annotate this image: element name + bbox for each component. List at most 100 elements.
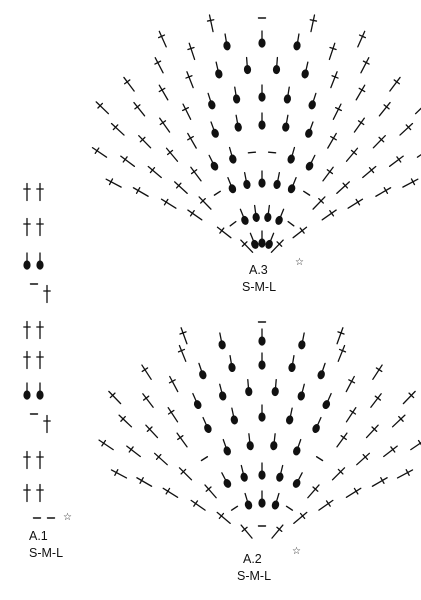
- bobble-symbol: [264, 204, 272, 222]
- treble-symbol: [187, 132, 197, 149]
- bobble-symbol: [298, 332, 306, 350]
- bobble-symbol: [240, 464, 248, 482]
- treble-symbol: [336, 327, 345, 345]
- treble-symbol: [337, 344, 347, 362]
- bobble-symbol: [223, 33, 231, 51]
- treble-symbol: [147, 165, 162, 179]
- bobble-symbol: [275, 208, 285, 225]
- bobble-symbol: [234, 114, 242, 132]
- bobble-symbol: [228, 354, 236, 373]
- chain-symbol: [229, 220, 237, 227]
- bobble-symbol: [258, 170, 266, 188]
- chain-symbol: [285, 505, 294, 511]
- treble-symbol: [309, 14, 318, 33]
- diagram-a2: [98, 321, 421, 539]
- treble-symbol: [312, 196, 326, 210]
- treble-symbol: [271, 524, 284, 539]
- chain-symbol: [287, 220, 295, 227]
- treble-symbol: [160, 198, 177, 209]
- treble-symbol: [198, 196, 212, 210]
- diagram-a3: [91, 14, 421, 253]
- treble-symbol: [145, 424, 159, 439]
- treble-symbol: [174, 181, 188, 195]
- treble-symbol: [178, 467, 193, 481]
- diagram-a1: [23, 182, 56, 519]
- diagram-a1-name: A.1: [29, 529, 48, 543]
- bobble-symbol: [258, 84, 266, 102]
- treble-symbol: [216, 511, 231, 524]
- bobble-symbol: [293, 438, 302, 456]
- treble-symbol: [95, 101, 110, 115]
- treble-symbol: [307, 484, 320, 499]
- bobble-symbol: [305, 154, 316, 171]
- treble-symbol: [356, 452, 371, 466]
- treble-symbol: [414, 101, 421, 115]
- treble-symbol: [108, 390, 122, 405]
- bobble-symbol: [258, 462, 266, 480]
- bobble-symbol: [301, 61, 309, 79]
- treble-symbol: [322, 166, 334, 182]
- treble-symbol: [360, 57, 370, 74]
- diagram-a3-name: A.3: [249, 263, 268, 277]
- treble-symbol: [110, 469, 128, 479]
- treble-symbol: [168, 375, 179, 393]
- bobble-symbol: [232, 86, 241, 104]
- chain-symbol: [230, 505, 239, 511]
- bobble-symbol: [258, 490, 266, 508]
- treble-symbol: [36, 450, 44, 470]
- bobble-symbol: [218, 332, 226, 350]
- treble-symbol: [362, 165, 377, 179]
- bobble-symbol: [317, 362, 326, 380]
- treble-symbol: [345, 147, 359, 162]
- bobble-symbol: [287, 176, 297, 194]
- bobble-symbol: [36, 252, 44, 270]
- treble-symbol: [157, 30, 167, 48]
- treble-symbol: [141, 364, 152, 380]
- treble-symbol: [327, 132, 337, 149]
- treble-symbol: [133, 101, 146, 117]
- treble-symbol: [167, 406, 179, 423]
- treble-symbol: [292, 226, 308, 239]
- treble-symbol: [396, 469, 414, 479]
- treble-symbol: [43, 414, 51, 434]
- bobble-symbol: [293, 33, 301, 51]
- diagram-a3-sizes: S-M-L: [242, 280, 277, 294]
- chain-symbol: [247, 151, 257, 154]
- treble-symbol: [36, 350, 44, 370]
- treble-symbol: [176, 432, 188, 448]
- bobble-symbol: [258, 328, 266, 346]
- treble-symbol: [402, 178, 419, 188]
- bobble-symbol: [292, 472, 303, 488]
- treble-symbol: [23, 320, 31, 340]
- treble-symbol: [204, 484, 217, 499]
- bobble-symbol: [243, 172, 251, 190]
- treble-symbol: [330, 71, 339, 89]
- treble-symbol: [110, 122, 125, 136]
- treble-symbol: [371, 477, 388, 487]
- treble-symbol: [416, 146, 421, 158]
- bobble-symbol: [258, 404, 266, 422]
- treble-symbol: [136, 477, 153, 487]
- bobble-symbol: [243, 56, 252, 75]
- treble-symbol: [391, 414, 406, 428]
- bobble-symbol: [228, 146, 237, 164]
- bobble-symbol: [202, 416, 212, 433]
- bobble-symbol: [249, 232, 259, 249]
- treble-symbol: [177, 344, 187, 362]
- treble-symbol: [389, 76, 401, 92]
- treble-symbol: [23, 450, 31, 470]
- treble-symbol: [190, 166, 202, 182]
- bobble-symbol: [245, 378, 253, 397]
- treble-symbol: [43, 284, 51, 304]
- bobble-symbol: [192, 392, 202, 410]
- treble-symbol: [123, 76, 135, 92]
- treble-symbol: [372, 364, 383, 380]
- treble-symbol: [372, 134, 386, 149]
- treble-symbol: [410, 439, 421, 451]
- treble-symbol: [98, 439, 114, 451]
- bobble-symbol: [239, 208, 249, 225]
- treble-symbol: [336, 181, 350, 195]
- bobble-symbol: [208, 154, 219, 171]
- chain-symbol: [303, 190, 311, 196]
